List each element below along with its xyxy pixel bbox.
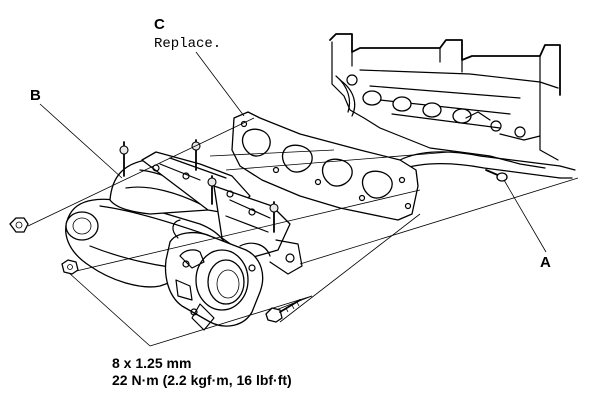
fasteners xyxy=(9,217,301,323)
leader-lines xyxy=(27,51,579,347)
throttle-body xyxy=(164,219,271,331)
replace-note: Replace. xyxy=(154,36,222,52)
callout-b: B xyxy=(30,87,41,104)
bolt-size-spec: 8 x 1.25 mm xyxy=(112,355,192,371)
intake-gasket xyxy=(231,111,419,221)
cylinder-head xyxy=(329,33,576,182)
callout-a: A xyxy=(540,254,551,271)
torque-spec: 22 N·m (2.2 kgf·m, 16 lbf·ft) xyxy=(112,372,292,388)
callout-c: C xyxy=(154,16,165,33)
